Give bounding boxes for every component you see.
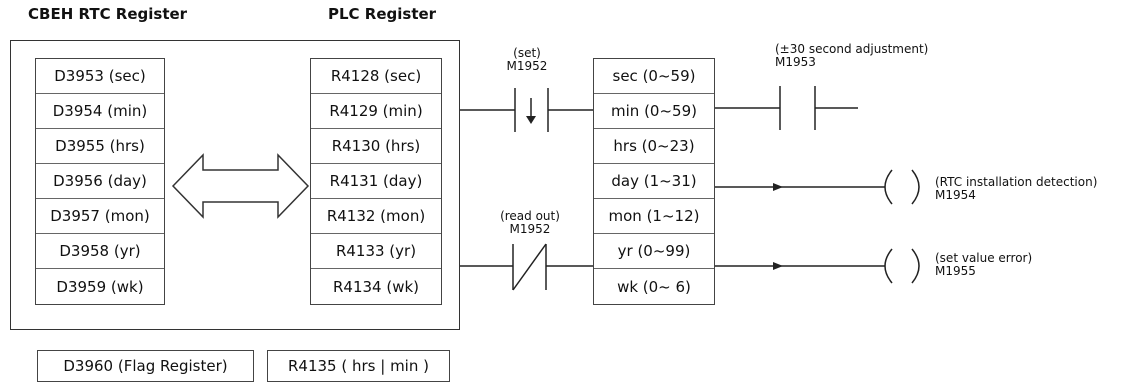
plc-register-cell: R4131 (day) <box>311 164 441 199</box>
rtc-detect-coil-symbol <box>884 169 920 205</box>
set-error-arrow-icon <box>773 262 783 270</box>
rtc-detect-coil-caption: (RTC installation detection) <box>935 175 1098 189</box>
plc-register-cell: R4130 (hrs) <box>311 129 441 164</box>
read-out-contact-label: (read out) M1952 <box>490 210 570 236</box>
register-frame <box>10 40 460 330</box>
set-error-coil-label: (set value error) M1955 <box>935 252 1032 278</box>
set-contact-label: (set) M1952 <box>497 47 557 73</box>
set-error-coil-relay: M1955 <box>935 264 976 278</box>
plc-register-cell: R4128 (sec) <box>311 59 441 94</box>
plc-register-cell: R4132 (mon) <box>311 199 441 234</box>
rtc-detect-coil-label: (RTC installation detection) M1954 <box>935 176 1097 202</box>
adjust-contact-caption: (±30 second adjustment) <box>775 42 929 56</box>
double-arrow-icon <box>171 153 310 219</box>
cbeh-register-cell: D3954 (min) <box>36 94 164 129</box>
rtc-value-cell: hrs (0~23) <box>594 129 714 164</box>
plc-register-cell: R4129 (min) <box>311 94 441 129</box>
adjust-contact-label: (±30 second adjustment) M1953 <box>775 43 928 69</box>
read-out-contact-relay: M1952 <box>509 222 551 236</box>
cbeh-register-cell: D3957 (mon) <box>36 199 164 234</box>
rtc-value-column: sec (0~59) min (0~59) hrs (0~23) day (1~… <box>593 58 715 305</box>
plc-header: PLC Register <box>328 5 437 23</box>
cbeh-register-cell: D3956 (day) <box>36 164 164 199</box>
cbeh-register-column: D3953 (sec) D3954 (min) D3955 (hrs) D395… <box>35 58 165 305</box>
plc-register-cell: R4134 (wk) <box>332 277 420 296</box>
cbeh-register-cell: D3953 (sec) <box>36 59 164 94</box>
rtc-value-cell: sec (0~59) <box>594 59 714 94</box>
rtc-value-cell: day (1~31) <box>594 164 714 199</box>
rtc-detect-arrow-icon <box>773 183 783 191</box>
adjust-contact-relay: M1953 <box>775 55 816 69</box>
cbeh-register-cell: D3955 (hrs) <box>36 129 164 164</box>
rtc-value-cell: yr (0~99) <box>594 234 714 269</box>
set-error-coil-caption: (set value error) <box>935 251 1033 265</box>
plc-register-column: R4128 (sec) R4129 (min) R4130 (hrs) R413… <box>310 58 442 305</box>
set-error-coil-symbol <box>884 248 920 284</box>
adjust-contact-symbol <box>715 86 858 130</box>
rtc-value-cell: wk (0~ 6) <box>617 277 691 296</box>
cbeh-header: CBEH RTC Register <box>28 5 188 23</box>
set-contact-caption: (set) <box>513 46 541 60</box>
rtc-value-cell: min (0~59) <box>594 94 714 129</box>
set-contact-symbol <box>460 88 593 132</box>
down-arrow-icon <box>526 116 536 124</box>
set-contact-relay: M1952 <box>506 59 548 73</box>
read-out-contact-caption: (read out) <box>500 209 560 223</box>
rtc-detect-coil-relay: M1954 <box>935 188 976 202</box>
read-out-contact-symbol <box>460 243 593 291</box>
rtc-value-cell: mon (1~12) <box>594 199 714 234</box>
plc-register-cell: R4133 (yr) <box>311 234 441 269</box>
cbeh-register-cell: D3958 (yr) <box>36 234 164 269</box>
cbeh-register-cell: D3959 (wk) <box>56 277 144 296</box>
